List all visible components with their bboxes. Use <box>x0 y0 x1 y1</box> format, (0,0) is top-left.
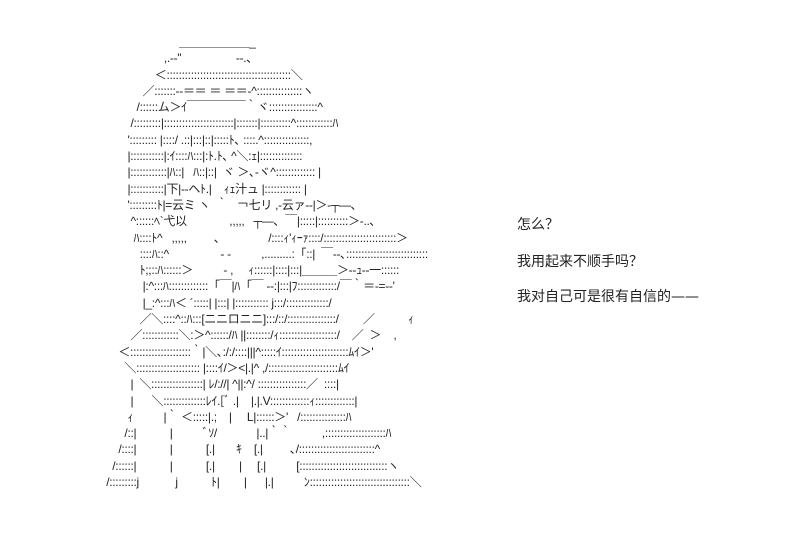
art-line: ^::::::ﾍ`弋以 ,,,,, ┬―､ ￣|:::::|::::::::::… <box>88 214 376 229</box>
art-line: /::| | ﾞｿ/ |..|｀｀ ,::::::::::::::::::::ﾊ <box>88 426 392 441</box>
art-line: | ＼:::::::::::::::::| ﾚ/://| ^||:^/ ::::… <box>88 377 339 392</box>
art-line: ＜::::::::::::::::::::｀|＼､:/:/::::|||^:::… <box>88 344 374 359</box>
art-line: ／＼::::^::ﾊ:::[ニニロニニ]:::/::/:::::::::::::… <box>88 312 414 327</box>
art-line: |:::::::::::|:ｲ::::ﾊ:::|:ﾄ.ﾄ､ ^＼:ｪ|:::::… <box>88 149 303 164</box>
art-line: |:^:::ﾊ:::::::::::::「￣|ﾊ「￣ ‐-:|:::|ﾌ::::… <box>88 279 395 294</box>
dialog-line-2: 我用起来不顺手吗？ <box>517 254 643 270</box>
art-line: /:::::::::j j ﾄ| | |.| ﾝ::::::::::::::::… <box>88 475 422 490</box>
art-line: |:::::::::::|下|‐-ヘﾄ.| ｨｪ汁ュ |::::::::::::… <box>88 181 307 196</box>
dialog-line-1: 怎么？ <box>517 217 559 233</box>
art-line: ::::ﾊ::^ - - ,.........:「::| ￣‐-､:::::::… <box>88 246 429 261</box>
art-line: ／:::::::‐-＝＝ ＝ ＝＝-^:::::::::::::::ヽ <box>88 83 314 98</box>
art-line: /::::::ム＞ｲ￣￣￣￣￣｀ヾ::::::::::::::::^ <box>88 100 323 115</box>
art-line: ＼::::::::::::::::::::: |::::ｲ/＞<|.|^ ,/:… <box>88 360 350 375</box>
art-line: ＿＿＿＿＿＿_ <box>88 35 256 49</box>
art-line: /:::::::::|:::::::::::::::::::::::|:::::… <box>88 116 339 131</box>
art-line: ＜:::::::::::::::::::::::::::::::::::::::… <box>88 67 303 82</box>
art-line: /::::::| | [.| | [.| [::::::::::::::::::… <box>88 458 399 473</box>
art-line: |_:^:::ﾊ＜ ´:::::| |:::| |::::::::::: j::… <box>88 295 332 310</box>
art-line: ':::::::::ﾄ|=云ミ ヽ ｀ ￢七リ ,-云ァ‐‐|＞-┬―､ <box>88 197 357 212</box>
art-line: '::::::::: |::::/ .::|:::|::|:::::ﾄ､ :::… <box>88 132 313 147</box>
art-line: ／::::::::::::＼:＞^::::::/ﾊ ||::::::::/ｨ::… <box>88 328 397 343</box>
art-line: ,.-‐'' ‐-.､ <box>88 51 253 66</box>
art-line: /::::| | [.| ｷ [.| ､/:::::::::::::::::::… <box>88 442 380 457</box>
art-line: ﾄ;;::ﾊ::::::＞ - , ｨ::::::|::::|:::|＿＿＿＞-… <box>88 263 400 278</box>
art-line: | ＼::::::::::::::ﾚｲ.[ﾞ .| |.|.V:::::::::… <box>88 393 358 408</box>
art-line: ｨ |｀ ＜:::::|.; | L|::::::＞' /:::::::::::… <box>88 409 352 424</box>
dialog-line-3: 我对自己可是很有自信的—— <box>517 289 699 305</box>
art-line: ﾊ::::ﾄ^ ,,,,, ､ /::::ｨ'ｨｰｧ::::/:::::::::… <box>88 230 409 245</box>
art-line: |::::::::::::|ﾊ::| ﾊ::|::| ヾ ＞､-ヾ^::::::… <box>88 165 321 180</box>
ascii-art-figure: ＿＿＿＿＿＿_ ,.-‐'' ‐-.､ ＜:::::::::::::::::::… <box>88 34 428 490</box>
